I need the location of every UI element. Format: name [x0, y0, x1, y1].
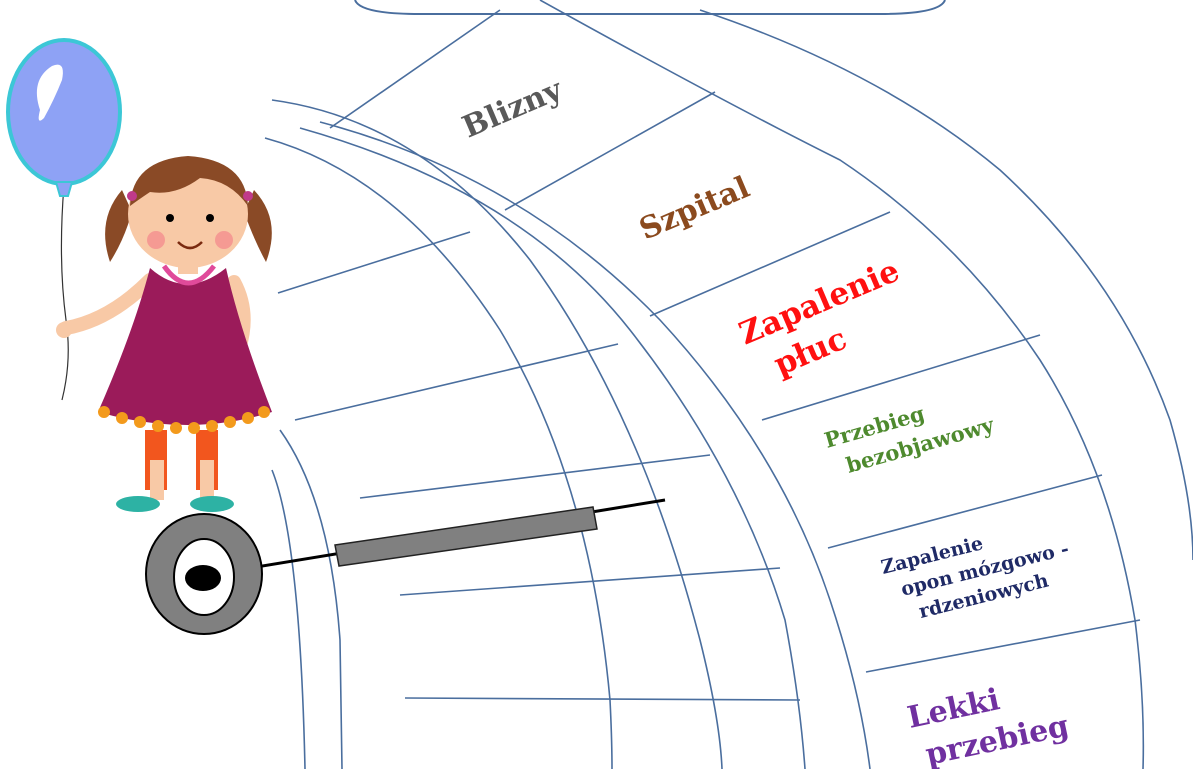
segment-labels: Blizny Szpital Zapalenie płuc Przebieg b… — [457, 72, 1083, 769]
label-blizny: Blizny — [457, 72, 568, 146]
label-przebieg-bezobjawowy: Przebieg bezobjawowy — [821, 383, 997, 482]
label-zapalenie-pluc: Zapalenie płuc — [734, 249, 931, 391]
band-dividers — [330, 10, 1140, 672]
girl-with-balloon-illustration — [56, 156, 272, 512]
band-arcs — [300, 0, 1193, 769]
top-arc — [355, 0, 945, 14]
inner-arcs — [265, 100, 722, 769]
inner-dividers — [278, 232, 800, 700]
label-zapalenie-opon: Zapalenie opon mózgowo - rdzeniowych — [879, 511, 1084, 629]
label-szpital: Szpital — [634, 170, 754, 247]
balloon-icon — [8, 40, 120, 400]
dial-pivot-icon — [146, 514, 262, 634]
needle-pointer-icon — [250, 500, 665, 568]
label-lekki-przebieg: Lekki przebieg — [904, 669, 1072, 769]
